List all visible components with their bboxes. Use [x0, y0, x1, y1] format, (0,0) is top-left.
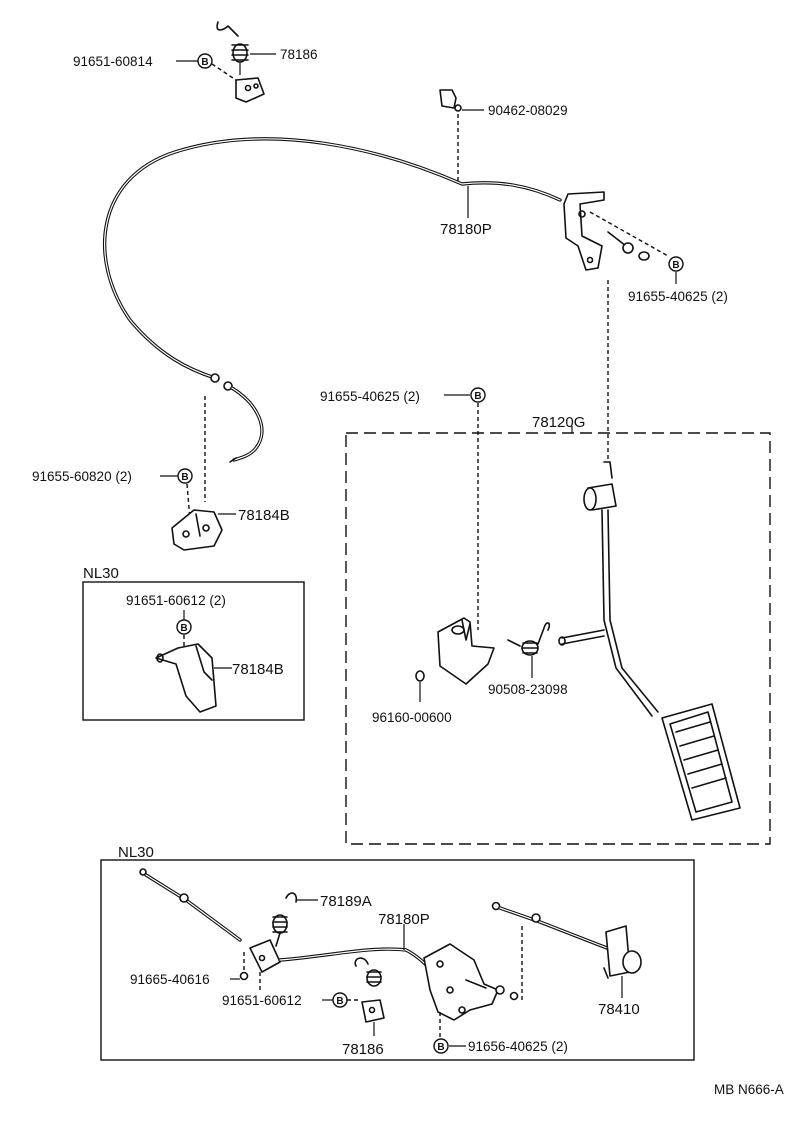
label-91656-40625: 91656-40625 (2)	[468, 1039, 568, 1054]
label-91655-60820: 91655-60820 (2)	[32, 469, 132, 484]
nl30-spring-78186	[354, 957, 385, 1023]
clamp-78184b-nl30	[155, 643, 217, 713]
label-diagram-code: MB N666-A	[714, 1082, 784, 1097]
pedal-support-bracket	[437, 617, 495, 685]
label-91651-60814: 91651-60814	[73, 54, 153, 69]
bolt-91665-40616	[239, 971, 249, 981]
nl30-cable-78180p	[278, 947, 438, 978]
label-nl30-a: NL30	[83, 565, 119, 582]
label-78189a: 78189A	[320, 893, 372, 910]
accelerator-pedal	[558, 461, 741, 821]
label-91655-40625-right: 91655-40625 (2)	[628, 289, 728, 304]
b-mark-letter: B	[201, 57, 208, 68]
b-mark-letter: B	[474, 391, 481, 402]
label-91655-40625-pedal: 91655-40625 (2)	[320, 389, 420, 404]
b-mark-letter: B	[336, 996, 343, 1007]
label-78410: 78410	[598, 1001, 640, 1018]
clip-90462-08029	[439, 89, 462, 112]
label-78184b-nl30: 78184B	[232, 661, 284, 678]
nl30-box-a	[82, 581, 305, 721]
b-mark-nl30-b-2: B	[433, 1038, 449, 1054]
nl30-bracket-center	[423, 943, 519, 1021]
b-mark-clamp: B	[177, 468, 193, 484]
bracket-cable-upper	[563, 191, 650, 271]
b-mark-letter: B	[672, 260, 679, 271]
b-mark-pedal-support: B	[470, 387, 486, 403]
label-91651-60612-b: 91651-60612	[222, 993, 302, 1008]
nl30-bracket-left	[249, 939, 281, 973]
cable-78180p	[102, 137, 562, 463]
spring-78186-top	[216, 21, 265, 103]
b-mark-top-left: B	[197, 53, 213, 69]
label-90462-08029: 90462-08029	[488, 103, 568, 118]
bushing-96160	[415, 670, 425, 682]
label-91651-60612-a: 91651-60612 (2)	[126, 593, 226, 608]
pedal-assy-box	[345, 432, 771, 845]
nl30-hand-throttle	[491, 901, 642, 979]
nl30-cable-left	[139, 868, 242, 942]
b-mark-bracket-right: B	[668, 256, 684, 272]
label-78186-nl30: 78186	[342, 1041, 384, 1058]
label-78120g: 78120G	[532, 414, 585, 431]
b-mark-nl30-b-1: B	[332, 992, 348, 1008]
label-96160-00600: 96160-00600	[372, 710, 452, 725]
pedal-spring-90508	[507, 622, 551, 656]
b-mark-letter: B	[437, 1042, 444, 1053]
b-mark-nl30-a: B	[176, 619, 192, 635]
label-91665-40616: 91665-40616	[130, 972, 210, 987]
label-78180p-nl30: 78180P	[378, 911, 430, 928]
label-78180p-main: 78180P	[440, 221, 492, 238]
label-78184b: 78184B	[238, 507, 290, 524]
clamp-78184b	[171, 509, 223, 551]
label-90508-23098: 90508-23098	[488, 682, 568, 697]
b-mark-letter: B	[181, 472, 188, 483]
label-nl30-b: NL30	[118, 844, 154, 861]
nl30-spring-78189a	[272, 892, 298, 947]
b-mark-letter: B	[180, 623, 187, 634]
nl30-box-b	[100, 859, 695, 1061]
label-78186-top: 78186	[280, 47, 318, 62]
